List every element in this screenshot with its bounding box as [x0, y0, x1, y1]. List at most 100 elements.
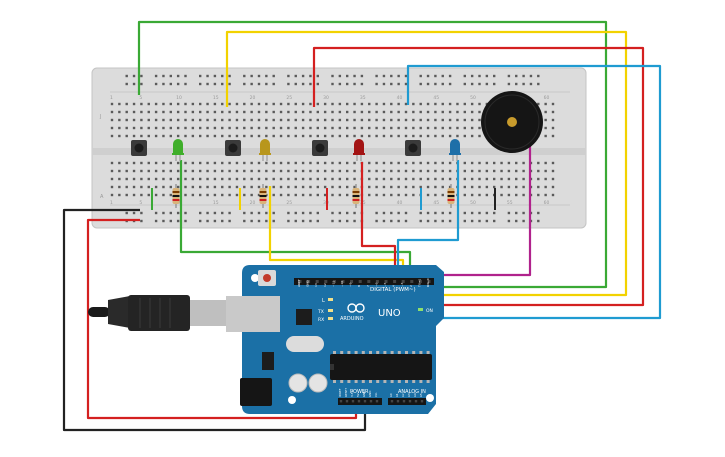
rail-hole: [434, 219, 437, 223]
usb-cable[interactable]: [88, 295, 226, 331]
breadboard-hole: [184, 118, 187, 122]
rail-hole: [353, 82, 356, 86]
rail-hole: [176, 211, 180, 215]
header-slot[interactable]: [414, 400, 418, 403]
header-slot[interactable]: [358, 280, 362, 283]
breadboard-hole: [206, 185, 209, 189]
header-slot[interactable]: [298, 280, 302, 283]
breadboard-hole: [221, 185, 224, 189]
header-slot[interactable]: [357, 400, 361, 403]
led-l: [328, 298, 333, 301]
breadboard-hole: [176, 118, 180, 122]
header-slot[interactable]: [420, 400, 424, 403]
led-blue[interactable]: [449, 139, 461, 161]
rail-hole: [206, 82, 209, 86]
header-slot[interactable]: [351, 400, 355, 403]
breadboard-hole: [463, 185, 466, 189]
wire-red-top[interactable]: [312, 46, 645, 307]
breadboard-hole: [478, 118, 481, 122]
breadboard-hole: [147, 185, 150, 189]
wire-blue-led[interactable]: [396, 160, 460, 270]
header-slot[interactable]: [396, 400, 400, 403]
header-slot[interactable]: [418, 280, 422, 283]
rail-hole: [478, 74, 481, 78]
header-slot[interactable]: [339, 400, 343, 403]
header-slot[interactable]: [427, 280, 431, 283]
breadboard-hole: [368, 118, 371, 122]
header-slot[interactable]: [307, 280, 311, 283]
wire-green-top[interactable]: [137, 20, 608, 289]
breadboard-hole: [368, 177, 371, 181]
breadboard-hole: [199, 134, 202, 138]
header-slot[interactable]: [315, 280, 319, 283]
resistor-4[interactable]: [447, 184, 455, 208]
breadboard-hole: [448, 177, 452, 181]
led-red[interactable]: [353, 139, 365, 161]
resistor-1[interactable]: [172, 184, 180, 208]
rail-hole: [331, 82, 334, 86]
breadboard[interactable]: 1155101015152020252530303535404045455050…: [91, 67, 587, 229]
wire-green-led[interactable]: [179, 160, 412, 270]
header-slot[interactable]: [350, 280, 354, 283]
breadboard-hole: [470, 161, 474, 165]
breadboard-hole: [132, 177, 136, 181]
header-slot[interactable]: [341, 280, 345, 283]
breadboard-hole: [294, 118, 297, 122]
breadboard-hole: [279, 185, 283, 189]
wire-yellow-top[interactable]: [225, 30, 628, 297]
breadboard-hole: [522, 185, 525, 189]
wire-blue-top[interactable]: [406, 64, 662, 320]
breadboard-hole: [441, 161, 444, 165]
chip-pin: [397, 380, 401, 383]
breadboard-hole: [257, 110, 261, 114]
wire-red-led[interactable]: [360, 162, 397, 270]
push-button-3[interactable]: [312, 140, 328, 156]
header-slot[interactable]: [375, 280, 379, 283]
header-slot[interactable]: [410, 280, 414, 283]
breadboard-hole: [390, 193, 393, 197]
breadboard-hole: [221, 126, 224, 130]
header-slot[interactable]: [363, 400, 367, 403]
rail-hole: [375, 219, 378, 223]
header-slot[interactable]: [393, 280, 397, 283]
push-button-2[interactable]: [225, 140, 241, 156]
breadboard-hole: [118, 118, 121, 122]
push-button-1[interactable]: [131, 140, 147, 156]
led-yellow[interactable]: [259, 139, 271, 161]
header-slot[interactable]: [402, 400, 406, 403]
header-slot[interactable]: [390, 400, 394, 403]
header-slot[interactable]: [401, 280, 405, 283]
breadboard-hole: [257, 193, 261, 197]
breadboard-hole: [176, 169, 180, 173]
breadboard-hole: [485, 161, 489, 165]
header-slot[interactable]: [408, 400, 412, 403]
breadboard-hole: [456, 134, 459, 138]
breadboard-hole: [404, 193, 408, 197]
header-slot[interactable]: [375, 400, 379, 403]
header-slot[interactable]: [369, 400, 373, 403]
led-green[interactable]: [172, 139, 184, 161]
push-button-4[interactable]: [405, 140, 421, 156]
piezo-buzzer[interactable]: [481, 91, 543, 153]
resistor-3[interactable]: [352, 184, 360, 208]
header-slot[interactable]: [324, 280, 328, 283]
rail-hole: [176, 219, 180, 223]
header-slot[interactable]: [367, 280, 371, 283]
rail-hole: [338, 219, 342, 223]
wire-black-gnd[interactable]: [62, 208, 367, 432]
column-number: 50: [470, 200, 476, 206]
breadboard-hole: [463, 134, 466, 138]
breadboard-hole: [441, 110, 444, 114]
header-slot[interactable]: [384, 280, 388, 283]
breadboard-hole: [463, 110, 466, 114]
resistor-2[interactable]: [259, 184, 267, 208]
column-number: 10: [176, 95, 182, 101]
wire-red-5v[interactable]: [86, 218, 358, 420]
header-slot[interactable]: [332, 280, 336, 283]
breadboard-hole: [353, 185, 356, 189]
breadboard-hole: [331, 185, 334, 189]
breadboard-hole: [140, 110, 143, 114]
header-slot[interactable]: [345, 400, 349, 403]
breadboard-hole: [434, 102, 437, 106]
